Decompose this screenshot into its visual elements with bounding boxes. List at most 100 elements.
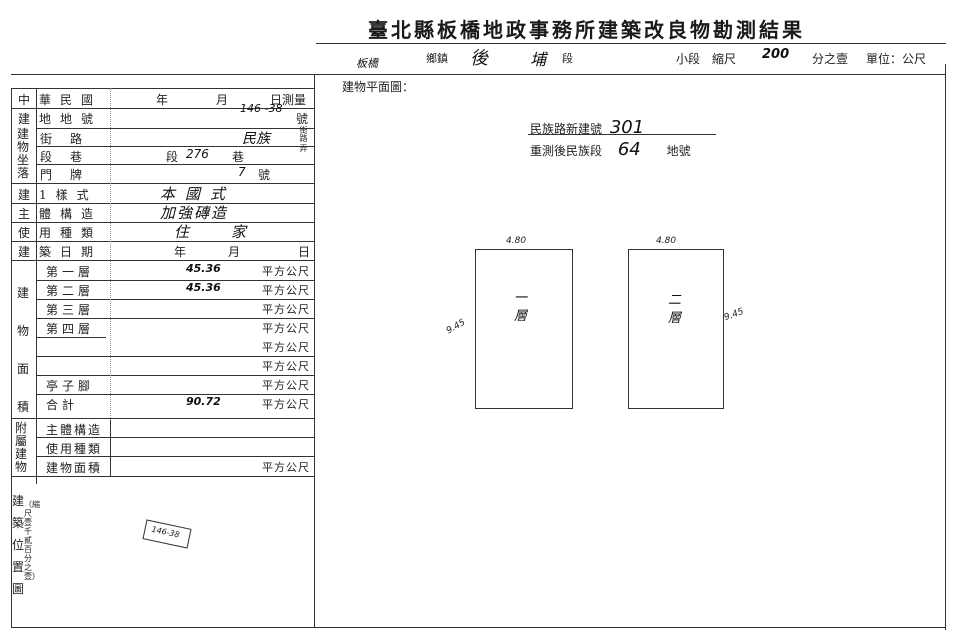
street-suffix: 街路 bbox=[299, 126, 308, 142]
street-row: 街路 民族 街路 bbox=[36, 126, 312, 147]
row-line bbox=[36, 456, 314, 457]
plan-heading: 建物平面圖： bbox=[342, 80, 415, 94]
location-label: 建 物 坐 落 bbox=[15, 128, 31, 180]
row-line bbox=[36, 164, 314, 165]
usage-value: 住家 bbox=[174, 223, 289, 241]
floor-area-row: 亭子腳 平方公尺 bbox=[36, 375, 312, 394]
build-date-label: 建築日期 bbox=[18, 245, 103, 259]
floor1-height: 9.45 bbox=[444, 317, 468, 337]
usage-row: 使用種類 住家 bbox=[14, 222, 312, 241]
style-value: 本國式 bbox=[160, 185, 236, 203]
section-label: 段 bbox=[562, 52, 573, 65]
row-line bbox=[36, 128, 314, 129]
annex-col-divider bbox=[110, 420, 111, 476]
position-note: （縮尺壹千貳百分之壹） bbox=[24, 500, 40, 581]
floor-area-value: 90.72 bbox=[186, 395, 221, 408]
floor-label: 亭子腳 bbox=[46, 379, 95, 393]
annex-structure-row: 主體構造 bbox=[36, 419, 312, 438]
floor-label: 合計 bbox=[46, 398, 79, 412]
build-month-label: 月 bbox=[228, 245, 241, 259]
floor2-label: 二層 bbox=[668, 293, 682, 326]
lane-section-label: 段 bbox=[166, 150, 179, 164]
panel-divider bbox=[314, 74, 315, 628]
position-stamp-text: 146-38 bbox=[150, 524, 181, 540]
lane-lane-label: 巷 bbox=[232, 150, 245, 164]
position-label-text: 建築位置圖 bbox=[12, 494, 25, 596]
row-line bbox=[36, 356, 314, 357]
structure-value: 加強磚造 bbox=[160, 204, 229, 222]
row-line bbox=[36, 146, 314, 147]
build-day-label: 日 bbox=[298, 245, 311, 259]
style-label: 建1樣式 bbox=[18, 188, 98, 202]
scale-value: 200 bbox=[762, 47, 790, 62]
plan-note-line1: 民族路新建號 301 bbox=[530, 117, 644, 138]
row-line bbox=[11, 418, 314, 419]
section-value-1: 後 bbox=[470, 48, 488, 69]
frame-top bbox=[11, 74, 945, 75]
scale-label: 縮尺 bbox=[712, 52, 737, 66]
floor-label: 第一層 bbox=[46, 265, 95, 279]
build-date-row: 建築日期 年 月 日 bbox=[14, 241, 312, 260]
street-value: 民族 bbox=[242, 131, 270, 147]
floor1-width: 4.80 bbox=[506, 236, 527, 246]
area-section-label: 建物面積 bbox=[17, 274, 31, 426]
plan-note-line2: 重測後民族段 64 地號 bbox=[530, 139, 691, 160]
row-line bbox=[11, 260, 314, 261]
left-col-divider bbox=[36, 88, 37, 484]
usage-label: 使用種類 bbox=[18, 226, 103, 240]
floor-area-row: 第三層平方公尺 bbox=[36, 299, 312, 318]
frame-right bbox=[945, 64, 946, 630]
floor-area-unit: 平方公尺 bbox=[262, 322, 310, 335]
row-line bbox=[11, 108, 314, 109]
floor-area-row: 第四層平方公尺 bbox=[36, 318, 312, 337]
subsection-label: 小段 bbox=[676, 52, 701, 66]
survey-date-label: 中華民國 bbox=[18, 93, 103, 107]
row-line bbox=[11, 203, 314, 204]
row-line bbox=[36, 375, 314, 376]
position-label: 建築位置圖 bbox=[12, 490, 24, 600]
floor-area-unit: 平方公尺 bbox=[262, 360, 310, 373]
lot-number-value: 146 -38 bbox=[240, 102, 283, 115]
structure-row: 主體構造 加強磚造 bbox=[14, 203, 312, 222]
floor-area-unit: 平方公尺 bbox=[262, 303, 310, 316]
lane-label: 段巷 bbox=[40, 150, 101, 164]
annex-area-label: 建物面積 bbox=[46, 461, 103, 475]
annex-usage-label: 使用種類 bbox=[46, 442, 103, 456]
floor-area-row: 平方公尺 bbox=[36, 337, 312, 356]
floor-area-unit: 平方公尺 bbox=[262, 284, 310, 297]
location-char: 物 bbox=[16, 140, 29, 154]
row-line bbox=[11, 222, 314, 223]
floor-area-unit: 平方公尺 bbox=[262, 341, 310, 354]
location-char: 落 bbox=[16, 166, 29, 180]
town-value: 板橋 bbox=[356, 57, 378, 70]
area-section-text: 建物面積 bbox=[17, 286, 30, 414]
floor-area-unit: 平方公尺 bbox=[262, 379, 310, 392]
survey-year-label: 年 bbox=[156, 93, 169, 107]
frame-bottom bbox=[11, 627, 945, 628]
row-line bbox=[36, 299, 314, 300]
survey-date-row: 中華民國 年 月 日測量 bbox=[14, 89, 312, 108]
lane-value: 276 bbox=[186, 147, 209, 161]
value-col-divider bbox=[110, 88, 111, 420]
row-line bbox=[36, 280, 314, 281]
lot-number-row: 建地地號 146 -38 號 bbox=[14, 102, 312, 127]
survey-month-label: 月 bbox=[216, 93, 229, 107]
lane-row: 段巷 段 276 巷 弄 bbox=[36, 144, 312, 165]
door-label: 門牌 bbox=[40, 168, 101, 182]
town-label: 鄉鎮 bbox=[426, 52, 448, 65]
header-divider bbox=[316, 43, 946, 44]
floor-area-value: 45.36 bbox=[186, 262, 221, 275]
plan-note2-label: 重測後民族段 bbox=[530, 144, 603, 158]
floor2-outline bbox=[628, 249, 724, 409]
door-row: 門牌 7 號 bbox=[36, 164, 312, 183]
floor2-width: 4.80 bbox=[656, 236, 677, 246]
structure-label: 主體構造 bbox=[18, 207, 103, 221]
plan-note2-value: 64 bbox=[617, 139, 641, 160]
plan-note-label: 民族路新建號 bbox=[530, 122, 603, 136]
floor1-outline bbox=[475, 249, 573, 409]
annex-usage-row: 使用種類 bbox=[36, 438, 312, 457]
floor1-label: 一層 bbox=[514, 291, 528, 324]
